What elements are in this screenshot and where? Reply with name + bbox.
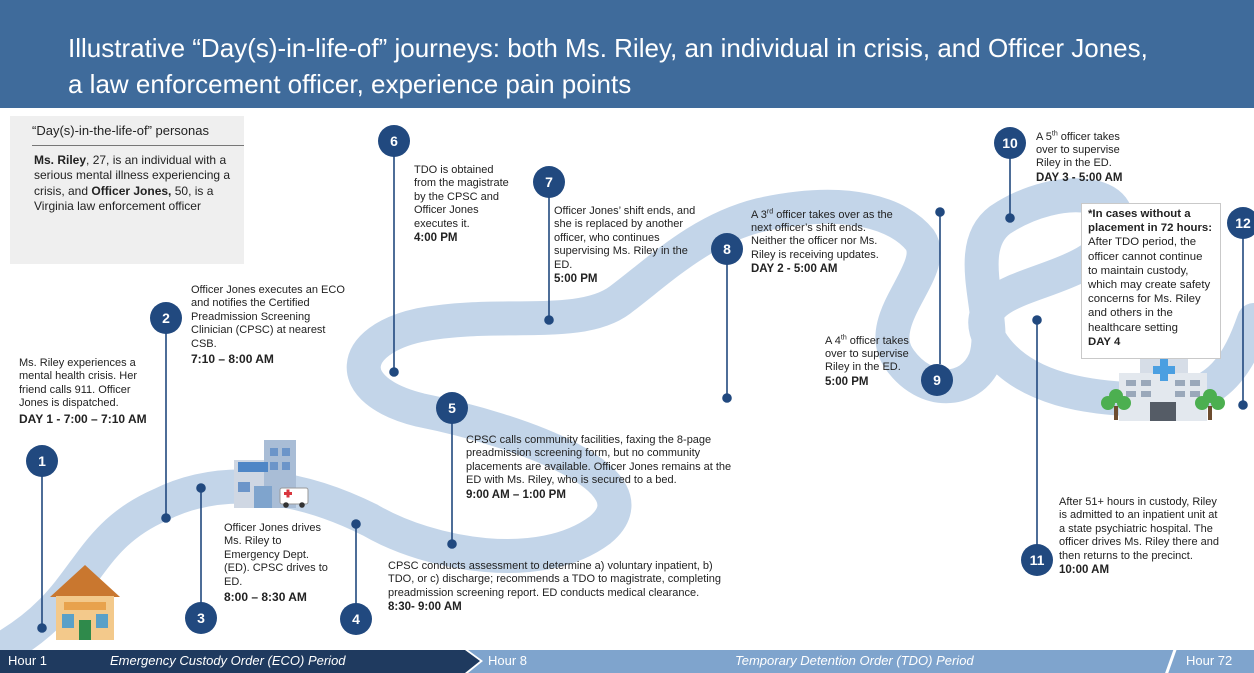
- timeline-bar: [0, 629, 1254, 673]
- step-12-time: DAY 4: [1088, 335, 1121, 348]
- step-marker-4: 4: [340, 603, 372, 635]
- timeline-hour-1: Hour 1: [8, 653, 48, 668]
- step-7-time: 5:00 PM: [554, 273, 598, 286]
- persona-jones-name: Officer Jones,: [91, 183, 172, 198]
- step-11-text: After 51+ hours in custody, Riley is adm…: [1059, 496, 1219, 577]
- timeline-tdo-period: Temporary Detention Order (TDO) Period: [735, 653, 974, 668]
- step-8-description: A 3rd officer takes over as the next off…: [751, 208, 893, 261]
- tree-icon: [1101, 389, 1225, 420]
- step-9-sup: th: [840, 334, 847, 341]
- step-5-time: 9:00 AM – 1:00 PM: [466, 488, 566, 501]
- step-8-text-b: officer takes over as the next officer’s…: [751, 208, 893, 261]
- step-4-time: 8:30- 9:00 AM: [388, 601, 462, 614]
- step-9-text: A 4th officer takes over to supervise Ri…: [825, 331, 925, 389]
- step-5-text: CPSC calls community facilities, faxing …: [466, 434, 738, 502]
- step-9-text-b: officer takes over to supervise Riley in…: [825, 334, 909, 374]
- step-10-time: DAY 3 - 5:00 AM: [1036, 171, 1123, 184]
- step-3-description: Officer Jones drives Ms. Riley to Emerge…: [224, 522, 328, 588]
- step-11-time: 10:00 AM: [1059, 564, 1110, 577]
- step-6-time: 4:00 PM: [414, 232, 458, 245]
- step-6-text: TDO is obtained from the magistrate by t…: [414, 164, 510, 245]
- step-4-description: CPSC conducts assessment to determine a)…: [388, 560, 721, 599]
- step-12-note: *In cases without a placement in 72 hour…: [1081, 203, 1221, 359]
- step-8-text-a: A 3: [751, 208, 767, 221]
- persona-card-divider: [32, 145, 244, 146]
- step-1-description: Ms. Riley experiences a mental health cr…: [19, 357, 137, 410]
- persona-jones-desc: 50, is a Virginia law enforcement office…: [34, 183, 214, 214]
- river-path: [0, 178, 1254, 667]
- step-4-text: CPSC conducts assessment to determine a)…: [388, 560, 728, 615]
- step-marker-5: 5: [436, 392, 468, 424]
- step-8-time: DAY 2 - 5:00 AM: [751, 263, 838, 276]
- step-3-text: Officer Jones drives Ms. Riley to Emerge…: [224, 522, 336, 604]
- persona-riley-desc: , 27, is an individual with a serious me…: [34, 153, 231, 198]
- step-10-text-b: officer takes over to supervise Riley in…: [1036, 130, 1120, 170]
- persona-riley-name: Ms. Riley: [34, 153, 87, 167]
- step-marker-7: 7: [533, 166, 565, 198]
- step-1-time: DAY 1 - 7:00 – 7:10 AM: [19, 411, 147, 426]
- step-3-time: 8:00 – 8:30 AM: [224, 590, 307, 605]
- timeline-eco-period: Emergency Custody Order (ECO) Period: [110, 653, 346, 668]
- step-marker-3: 3: [185, 602, 217, 634]
- step-2-time: 7:10 – 8:00 AM: [191, 352, 274, 367]
- timeline-hour-8: Hour 8: [488, 653, 528, 668]
- step-marker-12: 12: [1227, 207, 1254, 239]
- step-11-description: After 51+ hours in custody, Riley is adm…: [1059, 496, 1219, 562]
- hospital-icon: [1119, 353, 1207, 421]
- header-banner: [0, 0, 1254, 108]
- step-10-description: A 5th officer takes over to supervise Ri…: [1036, 130, 1120, 170]
- step-12-note-text: After TDO period, the officer cannot con…: [1088, 236, 1211, 334]
- step-marker-1: 1: [26, 445, 58, 477]
- step-9-text-a: A 4: [825, 334, 841, 347]
- step-6-description: TDO is obtained from the magistrate by t…: [414, 164, 509, 230]
- step-10-text-a: A 5: [1036, 130, 1052, 143]
- persona-card: “Day(s)-in-the-life-of” personas Ms. Ril…: [10, 116, 244, 264]
- step-2-description: Officer Jones executes an ECO and notifi…: [191, 284, 345, 350]
- step-marker-11: 11: [1021, 544, 1053, 576]
- page-title: Illustrative “Day(s)-in-life-of” journey…: [68, 33, 1148, 99]
- persona-card-body: Ms. Riley, 27, is an individual with a s…: [34, 153, 234, 215]
- step-marker-9: 9: [921, 364, 953, 396]
- step-5-description: CPSC calls community facilities, faxing …: [466, 434, 732, 487]
- step-7-description: Officer Jones’ shift ends, and she is re…: [554, 205, 696, 271]
- step-7-text: Officer Jones’ shift ends, and she is re…: [554, 205, 700, 286]
- step-marker-6: 6: [378, 125, 410, 157]
- step-10-text: A 5th officer takes over to supervise Ri…: [1036, 127, 1140, 185]
- persona-card-title: “Day(s)-in-the-life-of” personas: [32, 123, 209, 138]
- step-12-note-bold: *In cases without a placement in 72 hour…: [1088, 208, 1213, 235]
- step-1-text: Ms. Riley experiences a mental health cr…: [19, 357, 159, 426]
- house-icon: [50, 565, 120, 640]
- step-10-sup: th: [1051, 130, 1058, 137]
- step-8-text: A 3rd officer takes over as the next off…: [751, 205, 893, 277]
- step-marker-8: 8: [711, 233, 743, 265]
- step-9-time: 5:00 PM: [825, 375, 869, 388]
- connectors: [37, 156, 1248, 633]
- ambulance-icon: [279, 487, 309, 508]
- step-marker-2: 2: [150, 302, 182, 334]
- step-marker-10: 10: [994, 127, 1026, 159]
- step-8-sup: rd: [766, 208, 774, 215]
- step-9-description: A 4th officer takes over to supervise Ri…: [825, 334, 909, 374]
- step-2-text: Officer Jones executes an ECO and notifi…: [191, 284, 347, 366]
- timeline-hour-72: Hour 72: [1186, 653, 1233, 668]
